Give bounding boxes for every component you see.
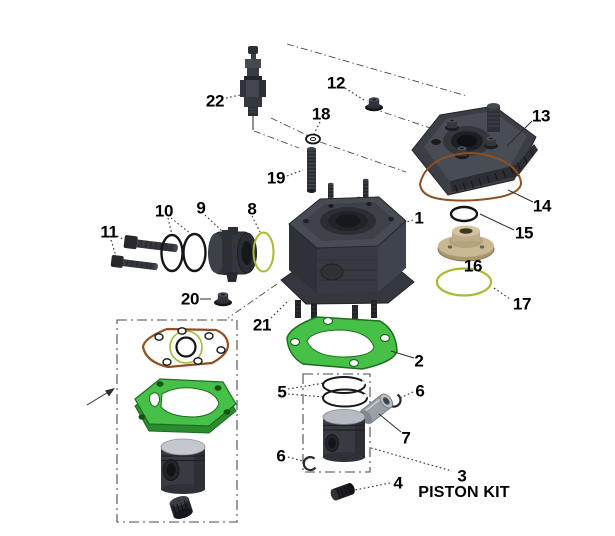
flange-nut [214, 292, 232, 307]
callout-11: 11 [100, 222, 118, 242]
valve-orings [160, 232, 207, 273]
base-gasket [286, 316, 398, 370]
cylinder-stud [307, 147, 316, 193]
power-valve [208, 227, 257, 282]
callout-17: 17 [512, 294, 532, 314]
callout-6b: 6 [276, 446, 286, 466]
piston [322, 409, 366, 462]
callout-8: 8 [247, 199, 257, 219]
spacer-gasket [134, 378, 237, 434]
bolts [110, 235, 178, 271]
callout-15: 15 [514, 223, 534, 243]
head-nut [365, 97, 383, 112]
cylinder-head [411, 103, 538, 196]
callout-1: 1 [414, 208, 424, 228]
stud-oring [305, 133, 321, 145]
spark-plug [240, 46, 266, 130]
callout-leader-lines-solid [200, 120, 534, 433]
head-outer-gasket [418, 152, 523, 202]
assembly-axis-lines [227, 43, 468, 319]
callout-2: 2 [414, 351, 424, 371]
head-insert [437, 225, 495, 262]
callout-21: 21 [252, 315, 272, 335]
kit-pin-plug [169, 496, 193, 519]
callout-19: 19 [266, 168, 286, 188]
kit-pointer-arrow [86, 388, 115, 406]
callout-leader-lines [110, 87, 511, 491]
callout-16: 16 [463, 256, 483, 276]
callout-20: 20 [180, 289, 200, 309]
pin-plug [330, 482, 355, 501]
callout-4: 4 [393, 473, 403, 493]
insert-oring [449, 205, 479, 223]
valve-oring [252, 231, 275, 273]
callout-12: 12 [326, 73, 346, 93]
insert-outer-oring [435, 267, 493, 297]
callout-22: 22 [205, 91, 225, 111]
cylinder [280, 178, 415, 324]
callout-7: 7 [401, 428, 411, 448]
callout-5: 5 [277, 382, 287, 402]
callout-9: 9 [196, 198, 206, 218]
callout-18: 18 [311, 104, 331, 124]
kit-piston [160, 438, 206, 494]
callout-6a: 6 [415, 381, 425, 401]
circlip-left [302, 455, 317, 472]
piston-kit-label: PISTON KIT [418, 484, 510, 501]
callout-3: 3 [457, 466, 467, 486]
piston-rings [322, 376, 369, 408]
callout-13: 13 [531, 106, 551, 126]
head-gasket-set [141, 327, 230, 369]
callout-10: 10 [154, 201, 174, 221]
gasket-kit-boundary [116, 319, 238, 523]
callout-14: 14 [532, 196, 552, 216]
